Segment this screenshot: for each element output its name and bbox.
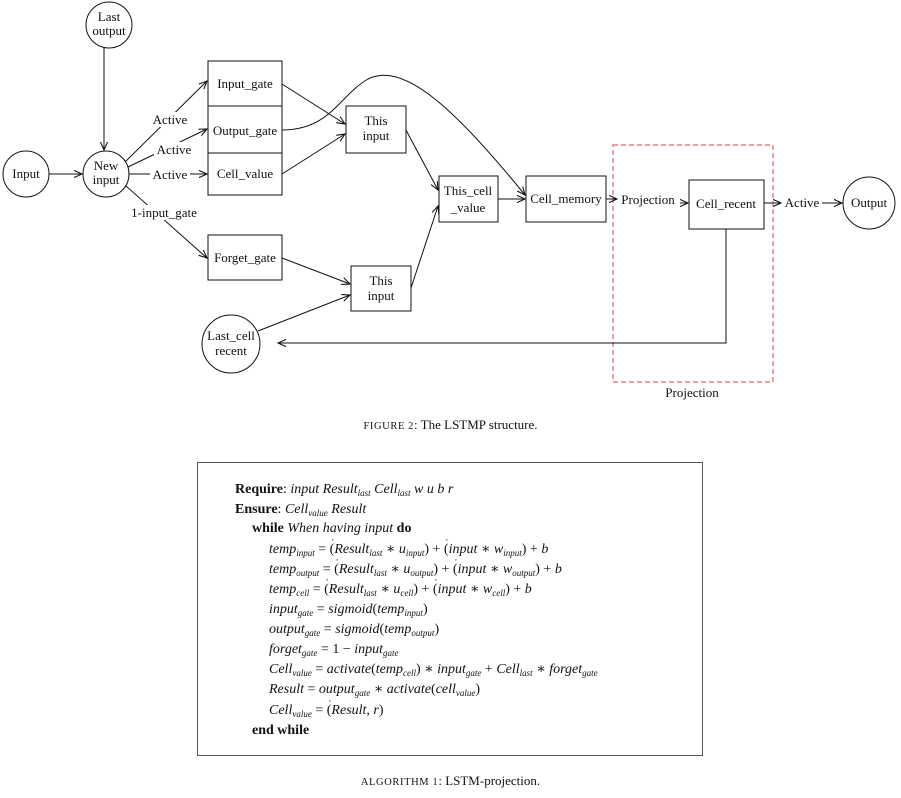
node-last-output-label-1: Last <box>98 9 121 24</box>
node-this-cell-value-label-2: _value <box>450 200 486 215</box>
algo-line-temp-output: tempoutput = (Resultlast ∗ uoutput) + (i… <box>269 555 562 578</box>
label-projection-edge: Projection <box>621 192 675 207</box>
label-one-minus-input-gate: 1-input_gate <box>131 205 197 220</box>
label-active-3: Active <box>153 167 188 182</box>
algo-end-while-keyword: end while <box>252 723 310 738</box>
algorithm-box: Require: input Resultlast Celllast w u b… <box>197 462 703 756</box>
edge-this-input-top-to-this-cell-value <box>405 129 438 190</box>
algorithm-caption: Algorithm 1: LSTM-projection. <box>0 773 901 789</box>
node-output-label: Output <box>851 195 888 210</box>
figure-caption-text: : The LSTMP structure. <box>414 417 538 432</box>
node-this-input-top-label-2: input <box>363 128 390 143</box>
label-active-2: Active <box>157 142 192 157</box>
node-new-input-label-2: input <box>93 172 120 187</box>
label-active-out: Active <box>785 195 820 210</box>
edge-cell-recent-to-last-cell-recent <box>278 229 727 343</box>
algo-while: while When having input do <box>252 521 411 537</box>
edge-labels: Active Active Active 1-input_gate Projec… <box>122 112 820 220</box>
node-cell-value: Cell_value <box>207 152 283 196</box>
edge-output-gate-to-cell-memory <box>281 74 525 195</box>
node-cell-memory-label: Cell_memory <box>530 191 602 206</box>
algo-line-temp-cell: tempcell = (Resultlast ∗ ucell) + (input… <box>269 575 532 598</box>
edge-cell-value-to-this-input <box>281 134 345 175</box>
algo-line-cell-value-projection: Cellvalue = (Result, r) <box>269 696 384 719</box>
node-output: Output <box>842 176 896 230</box>
node-this-input-bottom: This input <box>350 265 412 312</box>
node-last-output-label-2: output <box>92 23 126 38</box>
algo-line-temp-input: tempinput = (Resultlast ∗ uinput) + (inp… <box>269 535 548 558</box>
lstmp-structure-diagram: Projection Last output Input New input O… <box>2 1 896 400</box>
node-cell-value-label: Cell_value <box>217 166 274 181</box>
figure-caption-label: Figure 2 <box>363 421 415 432</box>
node-input-label: Input <box>12 166 40 181</box>
algo-ensure: Ensure: Cellvalue Result <box>235 502 367 518</box>
algo-line-result: Result = outputgate ∗ activate(cellvalue… <box>269 682 481 698</box>
algo-require-keyword: Require <box>235 482 283 497</box>
node-new-input: New input <box>82 150 130 198</box>
node-input-gate: Input_gate <box>207 60 283 107</box>
algo-while-keyword: while <box>252 521 284 536</box>
node-output-gate-label: Output_gate <box>213 123 277 138</box>
node-output-gate: Output_gate <box>207 105 283 154</box>
edge-new-input-to-forget-gate <box>125 185 207 258</box>
edge-input-gate-to-this-input <box>281 83 345 124</box>
algo-require: Require: input Resultlast Celllast w u b… <box>235 482 454 498</box>
node-input-gate-label: Input_gate <box>217 76 273 91</box>
edge-forget-gate-to-this-input <box>281 257 350 284</box>
node-this-input-bottom-label-2: input <box>368 288 395 303</box>
node-this-cell-value: This_cell _value <box>438 175 499 223</box>
edge-this-input-bottom-to-this-cell-value <box>410 206 438 289</box>
label-active-1: Active <box>153 112 188 127</box>
node-this-input-bottom-label-1: This <box>369 273 392 288</box>
projection-region <box>612 144 774 383</box>
algo-line-cell-value: Cellvalue = activate(tempcell) ∗ inputga… <box>269 662 598 678</box>
node-new-input-label-1: New <box>94 158 119 173</box>
algo-do-keyword: do <box>396 521 412 536</box>
node-cell-recent: Cell_recent <box>688 179 765 230</box>
algo-line-input-gate: inputgate = sigmoid(tempinput) <box>269 602 428 618</box>
algo-while-condition: When having input <box>287 521 394 536</box>
algo-line-output-gate: outputgate = sigmoid(tempoutput) <box>269 622 440 638</box>
node-last-cell-recent-label-2: recent <box>215 343 247 358</box>
algo-line-forget-gate: forgetgate = 1 − inputgate <box>269 642 399 658</box>
node-last-output: Last output <box>85 1 133 49</box>
node-this-input-top-label-1: This <box>364 113 387 128</box>
algorithm-caption-text: : LSTM-projection. <box>438 773 541 788</box>
node-cell-memory: Cell_memory <box>525 175 607 223</box>
node-input: Input <box>2 150 50 198</box>
node-this-input-top: This input <box>345 105 407 154</box>
node-this-cell-value-label-1: This_cell <box>444 183 493 198</box>
node-forget-gate-label: Forget_gate <box>214 250 276 265</box>
algorithm-caption-label: Algorithm 1 <box>360 777 439 788</box>
edge-last-cell-recent-to-this-input <box>257 295 350 332</box>
node-cell-recent-label: Cell_recent <box>696 196 756 211</box>
node-forget-gate: Forget_gate <box>207 234 283 281</box>
node-last-cell-recent-label-1: Last_cell <box>207 328 255 343</box>
node-last-cell-recent: Last_cell recent <box>201 314 261 374</box>
figure-caption: Figure 2: The LSTMP structure. <box>0 417 901 433</box>
algo-end-while: end while <box>252 723 309 739</box>
algo-ensure-keyword: Ensure <box>235 502 278 517</box>
projection-region-label: Projection <box>665 385 719 400</box>
